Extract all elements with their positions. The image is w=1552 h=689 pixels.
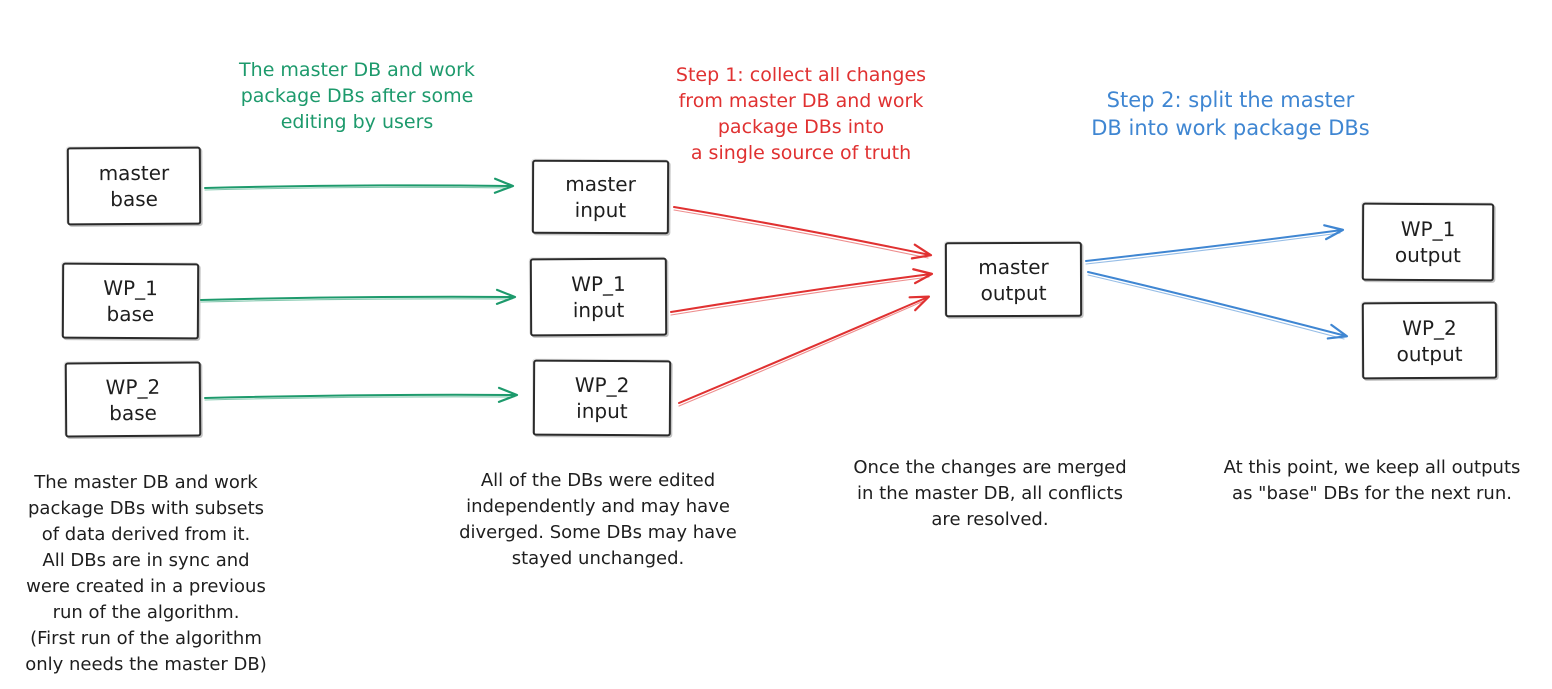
node-wp1-base: WP_1 base xyxy=(61,262,200,340)
arrow-sketch xyxy=(204,396,515,401)
arrow-sketch xyxy=(673,209,929,259)
node-label: master input xyxy=(565,171,636,223)
arrow-sketch xyxy=(204,186,511,191)
annotation-input-dbs: All of the DBs were edited independently… xyxy=(459,470,737,569)
node-label: master base xyxy=(98,160,170,212)
node-wp2-output: WP_2 output xyxy=(1361,301,1498,380)
arrow-output-to-wp2 xyxy=(1087,271,1349,340)
caption-step1: Step 1: collect all changes from master … xyxy=(675,64,927,164)
arrow-sketch xyxy=(678,299,927,407)
node-label: WP_2 base xyxy=(105,374,161,425)
node-wp2-input: WP_2 input xyxy=(532,359,672,437)
arrow-wp2-input-to-output xyxy=(678,295,931,404)
arrow-master-base-to-input xyxy=(204,177,515,194)
arrow-sketch xyxy=(1085,232,1341,265)
node-label: WP_2 input xyxy=(574,372,630,424)
node-label: WP_1 input xyxy=(571,271,626,323)
arrow-sketch xyxy=(1087,274,1345,340)
arrow-wp1-base-to-input xyxy=(200,288,517,305)
arrow-sketch xyxy=(200,298,513,303)
annotation-merge-result: Once the changes are merged in the maste… xyxy=(853,457,1127,530)
caption-step2: Step 2: split the master DB into work pa… xyxy=(1091,88,1370,140)
caption-editing: The master DB and work package DBs after… xyxy=(239,59,475,133)
arrow-wp1-input-to-output xyxy=(670,268,934,313)
node-wp2-base: WP_2 base xyxy=(64,361,202,438)
node-wp1-output: WP_1 output xyxy=(1361,202,1495,282)
node-label: master output xyxy=(978,254,1049,305)
annotation-next-run: At this point, we keep all outputs as "b… xyxy=(1223,457,1521,504)
annotation-base-dbs: The master DB and work package DBs with … xyxy=(25,472,267,675)
node-label: WP_1 output xyxy=(1394,216,1461,268)
arrow-master-input-to-output xyxy=(673,206,933,260)
node-wp1-input: WP_1 input xyxy=(529,257,668,337)
node-master-input: master input xyxy=(531,159,670,235)
node-master-output: master output xyxy=(944,241,1083,318)
arrow-sketch xyxy=(670,276,930,316)
node-master-base: master base xyxy=(66,146,202,226)
node-label: WP_1 base xyxy=(103,275,158,327)
arrow-wp2-base-to-input xyxy=(204,386,519,403)
arrow-output-to-wp1 xyxy=(1085,224,1345,262)
node-label: WP_2 output xyxy=(1396,315,1463,366)
